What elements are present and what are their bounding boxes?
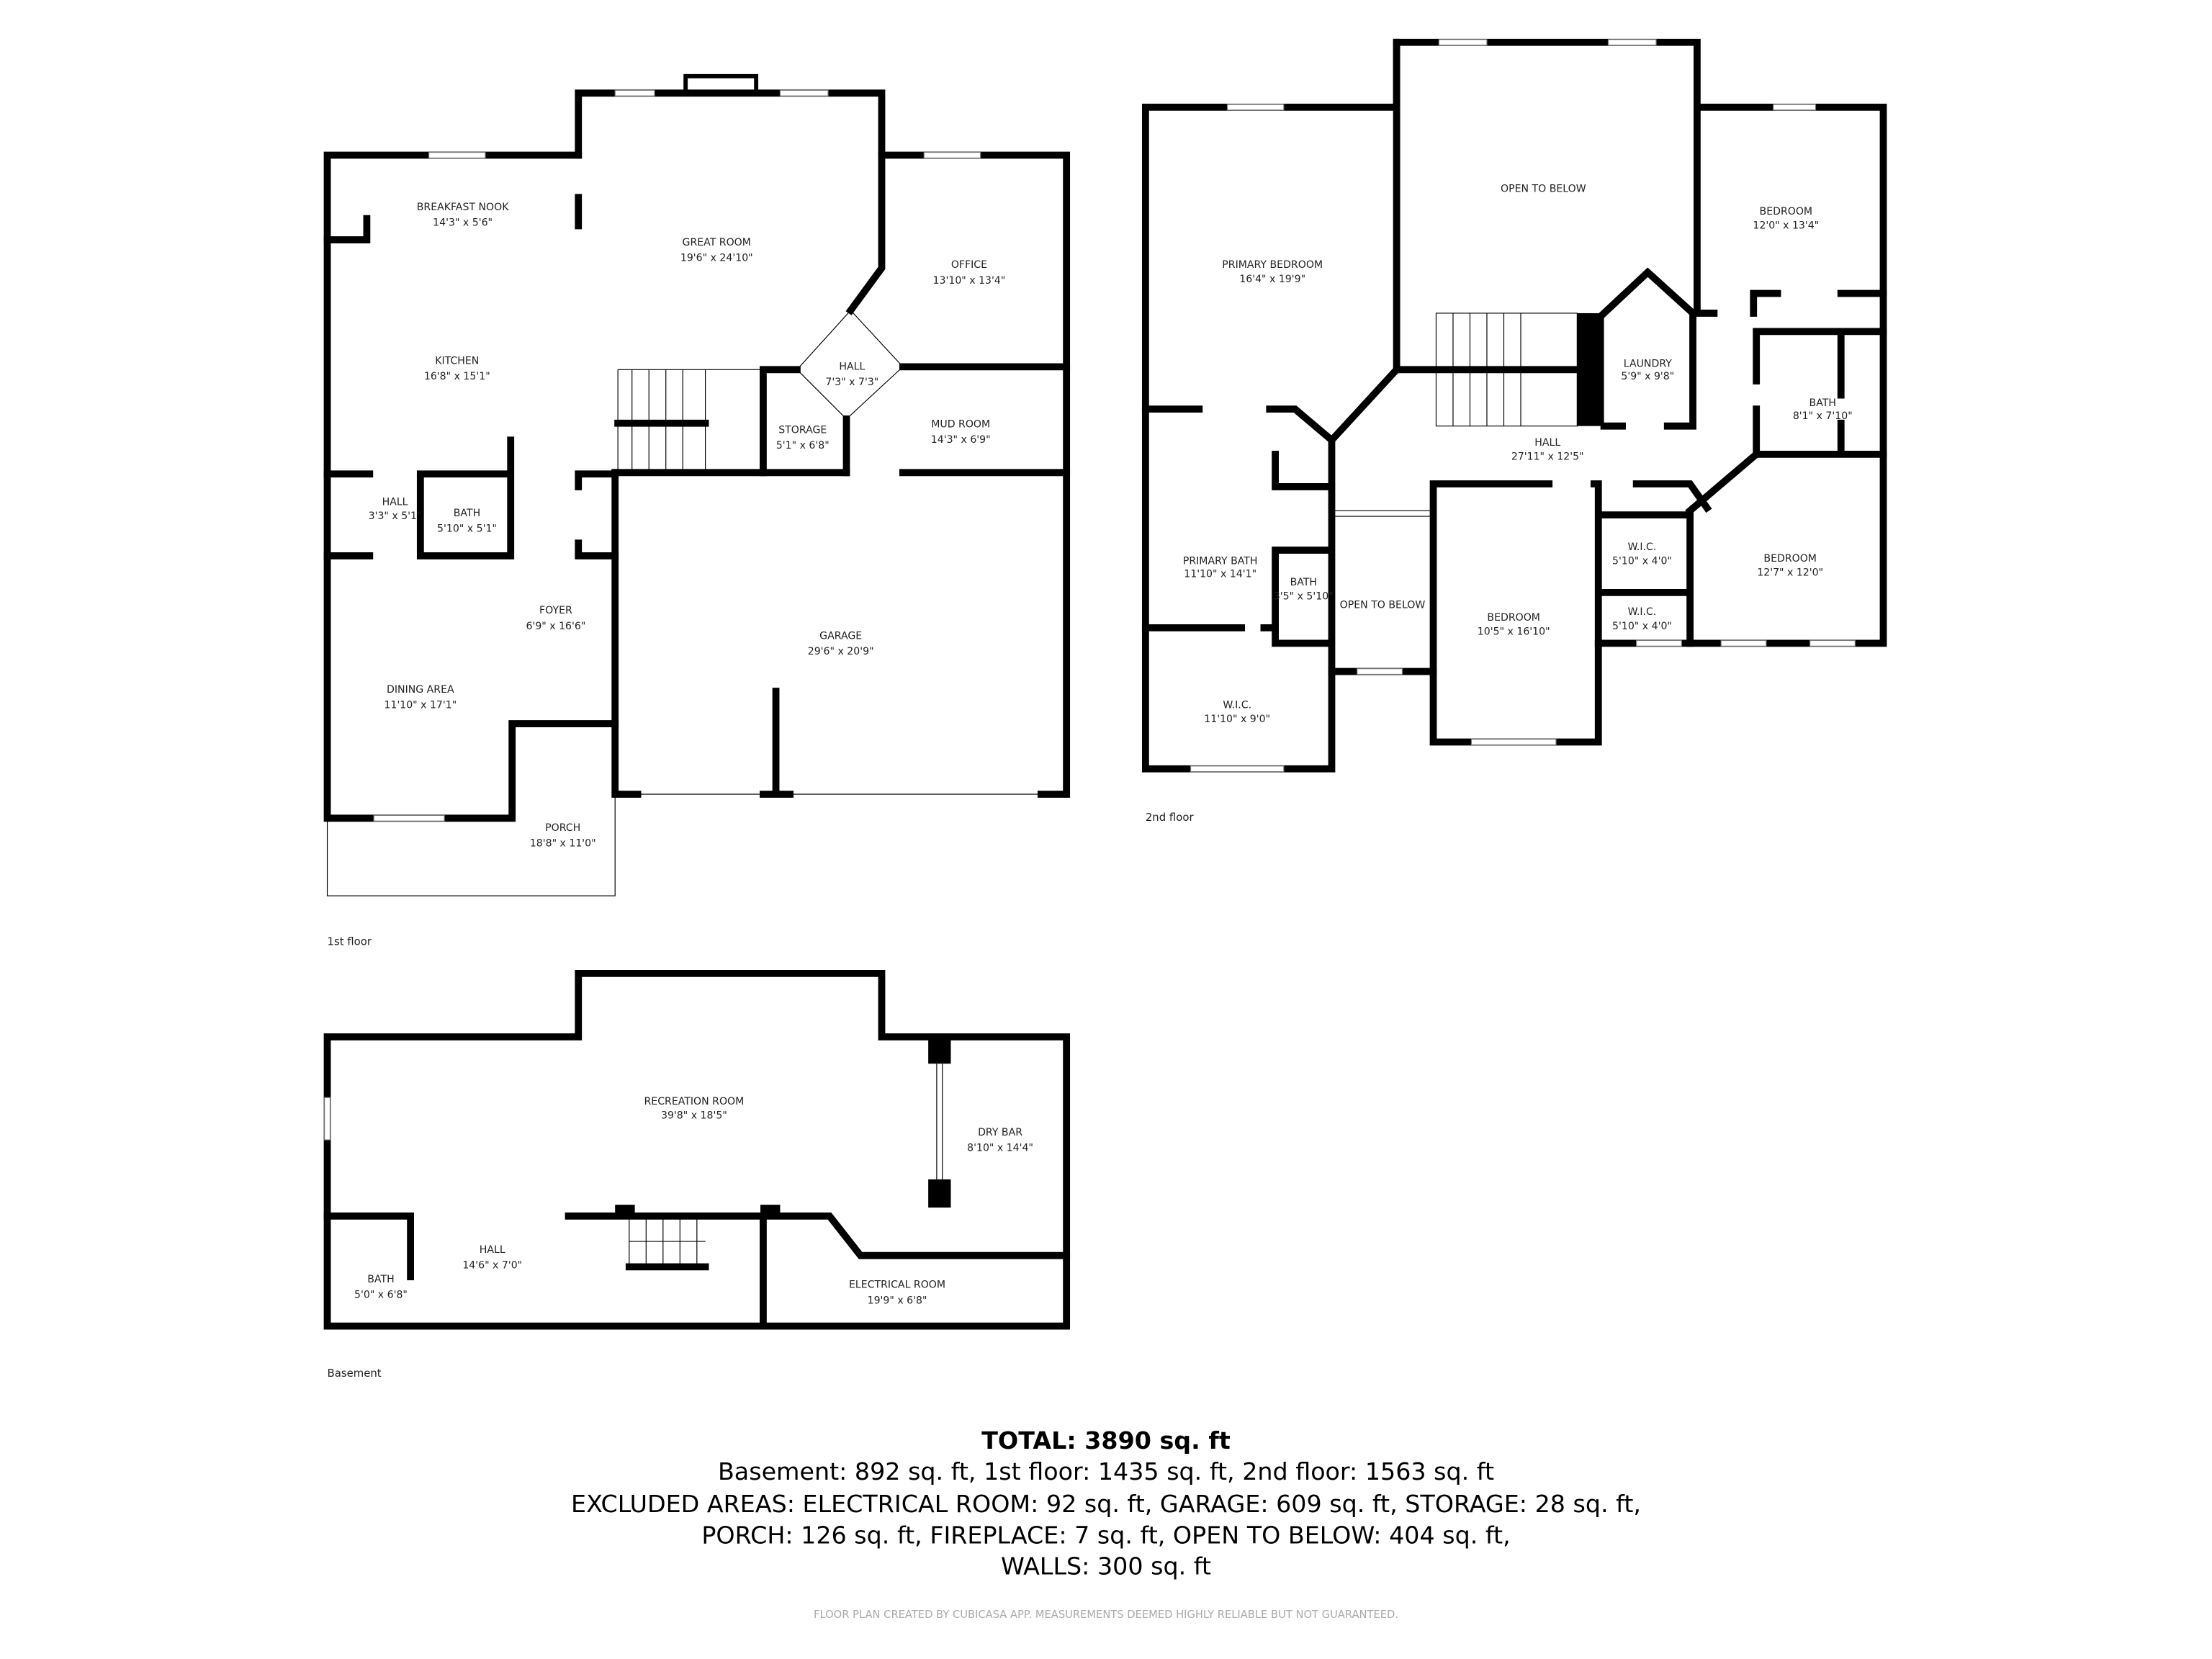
room-label: OPEN TO BELOW [1501, 183, 1586, 194]
disclaimer: FLOOR PLAN CREATED BY CUBICASA APP. MEAS… [814, 1609, 1398, 1621]
floor-label: 2nd floor [1146, 811, 1195, 824]
total-area: TOTAL: 3890 sq. ft [981, 1426, 1231, 1455]
room-label: OPEN TO BELOW [1340, 599, 1426, 611]
excluded-areas-line: EXCLUDED AREAS: ELECTRICAL ROOM: 92 sq. … [571, 1490, 1641, 1518]
excluded-areas-line: PORCH: 126 sq. ft, FIREPLACE: 7 sq. ft, … [701, 1521, 1510, 1549]
floor-label: Basement [328, 1367, 382, 1380]
room-label: W.I.C.5'10" x 4'0" [1612, 606, 1672, 632]
excluded-areas-line: WALLS: 300 sq. ft [1001, 1552, 1211, 1580]
floor-label: 1st floor [328, 935, 372, 948]
chimney-block [1577, 313, 1604, 426]
floor-areas: Basement: 892 sq. ft, 1st floor: 1435 sq… [718, 1457, 1494, 1485]
area-summary: TOTAL: 3890 sq. ft Basement: 892 sq. ft,… [571, 1426, 1641, 1621]
room-label: W.I.C.11'10" x 9'0" [1204, 700, 1270, 726]
room-label: W.I.C.5'10" x 4'0" [1612, 541, 1672, 567]
